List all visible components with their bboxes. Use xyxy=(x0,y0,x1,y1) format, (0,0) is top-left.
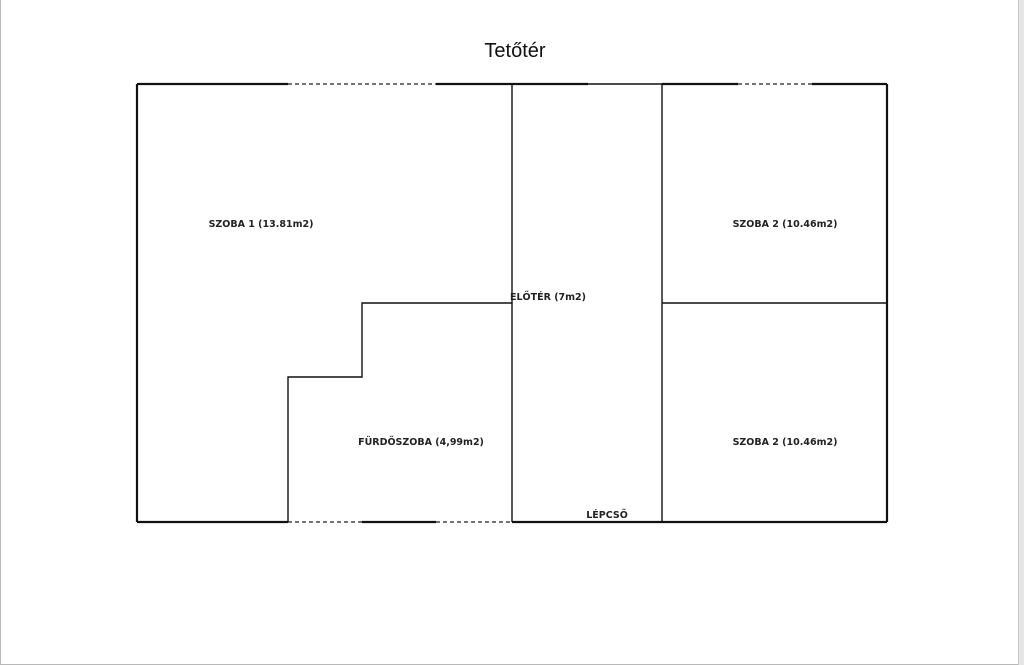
room-label-szoba1: SZOBA 1 (13.81m2) xyxy=(209,219,314,230)
plan-title: Tetőtér xyxy=(484,40,546,62)
room-label-furdoszoba: FÜRDŐSZOBA (4,99m2) xyxy=(358,437,484,448)
room-label-eloter: ELŐTÉR (7m2) xyxy=(510,291,586,303)
room-label-szoba2-top: SZOBA 2 (10.46m2) xyxy=(733,219,838,230)
partition-bathroom xyxy=(287,302,512,522)
room-label-szoba2-bottom: SZOBA 2 (10.46m2) xyxy=(733,437,838,448)
room-label-lepcso: LÉPCSŐ xyxy=(586,509,628,521)
scrollbar-edge xyxy=(1018,0,1024,665)
